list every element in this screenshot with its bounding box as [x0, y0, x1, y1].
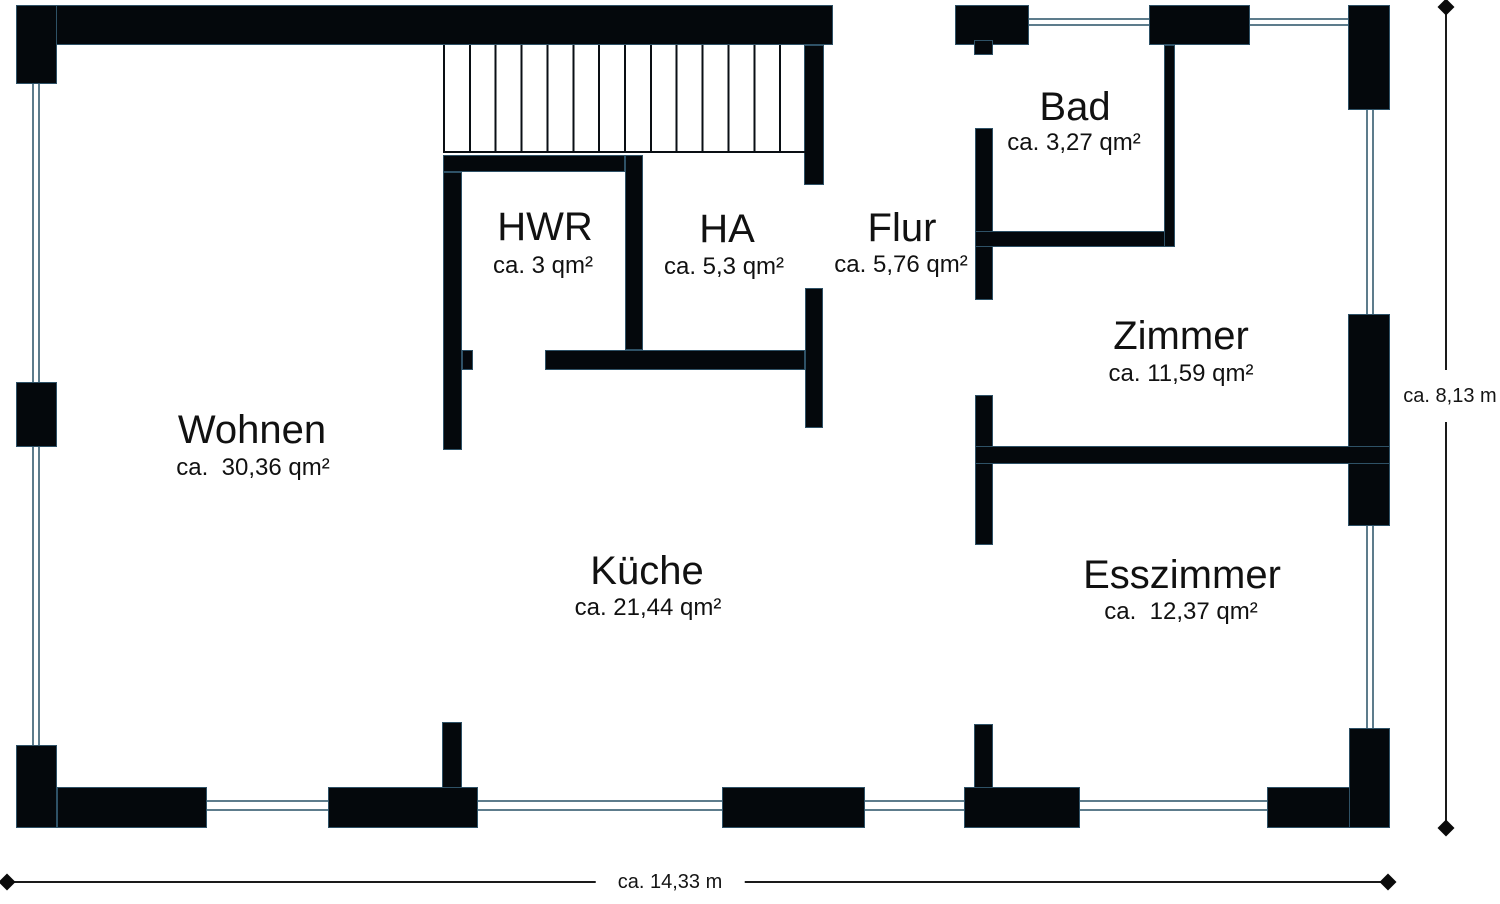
- room-area-zimmer: ca. 11,59 qm²: [1108, 360, 1254, 387]
- window-left-upper: [32, 84, 40, 382]
- dimension-right-diamond-top: [1437, 0, 1455, 16]
- wall-left-mid-block: [16, 382, 57, 447]
- wall-bad-bottom: [975, 231, 1175, 247]
- window-bottom-3: [865, 800, 964, 811]
- wall-flur-left: [805, 288, 823, 428]
- room-name-hwr: HWR: [497, 205, 593, 249]
- wall-hwr-top: [443, 155, 625, 172]
- room-name-wohnen: Wohnen: [177, 408, 327, 452]
- dimension-bottom-label: ca. 14,33 m: [595, 866, 745, 898]
- room-name-esszimmer: Esszimmer: [1083, 553, 1281, 597]
- wall-zimmer-bottom: [975, 446, 1390, 464]
- wall-right-mid-pillar: [1348, 314, 1390, 526]
- window-right-lower: [1366, 526, 1374, 728]
- dimension-bottom-diamond-right: [1379, 873, 1397, 891]
- room-area-kueche: ca. 21,44 qm²: [574, 594, 722, 621]
- wall-bad-left: [975, 128, 993, 300]
- room-name-zimmer: Zimmer: [1113, 314, 1249, 358]
- wall-bottom-stub-left: [442, 722, 462, 788]
- wall-bottom-4: [964, 787, 1080, 828]
- room-area-hwr: ca. 3 qm²: [492, 252, 594, 279]
- wall-hwr-left: [443, 172, 462, 450]
- room-area-wohnen: ca. 30,36 qm²: [176, 454, 330, 481]
- wall-top: [16, 5, 833, 45]
- room-area-flur: ca. 5,76 qm²: [834, 251, 968, 278]
- room-area-bad: ca. 3,27 qm²: [1007, 129, 1141, 156]
- staircase: [443, 45, 805, 153]
- dimension-bottom-diamond-left: [0, 873, 16, 891]
- window-left-lower: [32, 447, 40, 745]
- room-name-ha: HA: [699, 207, 755, 251]
- wall-kueche-top: [545, 350, 805, 370]
- wall-hwr-right: [625, 155, 643, 350]
- wall-stairs-right: [804, 45, 824, 185]
- wall-bottom-right-pillar: [1349, 728, 1390, 828]
- wall-top-right-corner-pillar: [1348, 5, 1390, 110]
- window-top-1: [1029, 18, 1149, 26]
- window-bottom-1: [207, 800, 328, 811]
- window-bottom-2: [478, 800, 722, 811]
- wall-bad-right: [1164, 45, 1175, 247]
- wall-bottom-left-corner: [16, 745, 57, 828]
- room-name-kueche: Küche: [590, 549, 704, 593]
- wall-bottom-3: [722, 787, 865, 828]
- wall-top-right-block-2: [1149, 5, 1250, 45]
- dimension-right-diamond-bottom: [1437, 819, 1455, 837]
- room-name-bad: Bad: [1039, 85, 1111, 129]
- room-area-esszimmer: ca. 12,37 qm²: [1104, 598, 1258, 625]
- wall-esszimmer-left: [975, 395, 993, 545]
- wall-bottom-stub-right: [974, 724, 993, 788]
- wall-bottom-right-corner: [1267, 787, 1350, 828]
- wall-bottom-1: [57, 787, 207, 828]
- wall-top-right-notch: [974, 40, 993, 55]
- wall-hwr-left-stub: [462, 350, 473, 370]
- wall-top-left-pillar: [16, 5, 57, 84]
- room-name-flur: Flur: [867, 206, 937, 250]
- wall-top-right-block-1: [955, 5, 1029, 45]
- window-right-upper: [1366, 110, 1374, 314]
- room-area-ha: ca. 5,3 qm²: [663, 253, 785, 280]
- window-top-2: [1250, 18, 1348, 26]
- wall-bottom-2: [328, 787, 478, 828]
- window-bottom-4: [1080, 800, 1267, 811]
- dimension-right-label: ca. 8,13 m: [1399, 370, 1500, 422]
